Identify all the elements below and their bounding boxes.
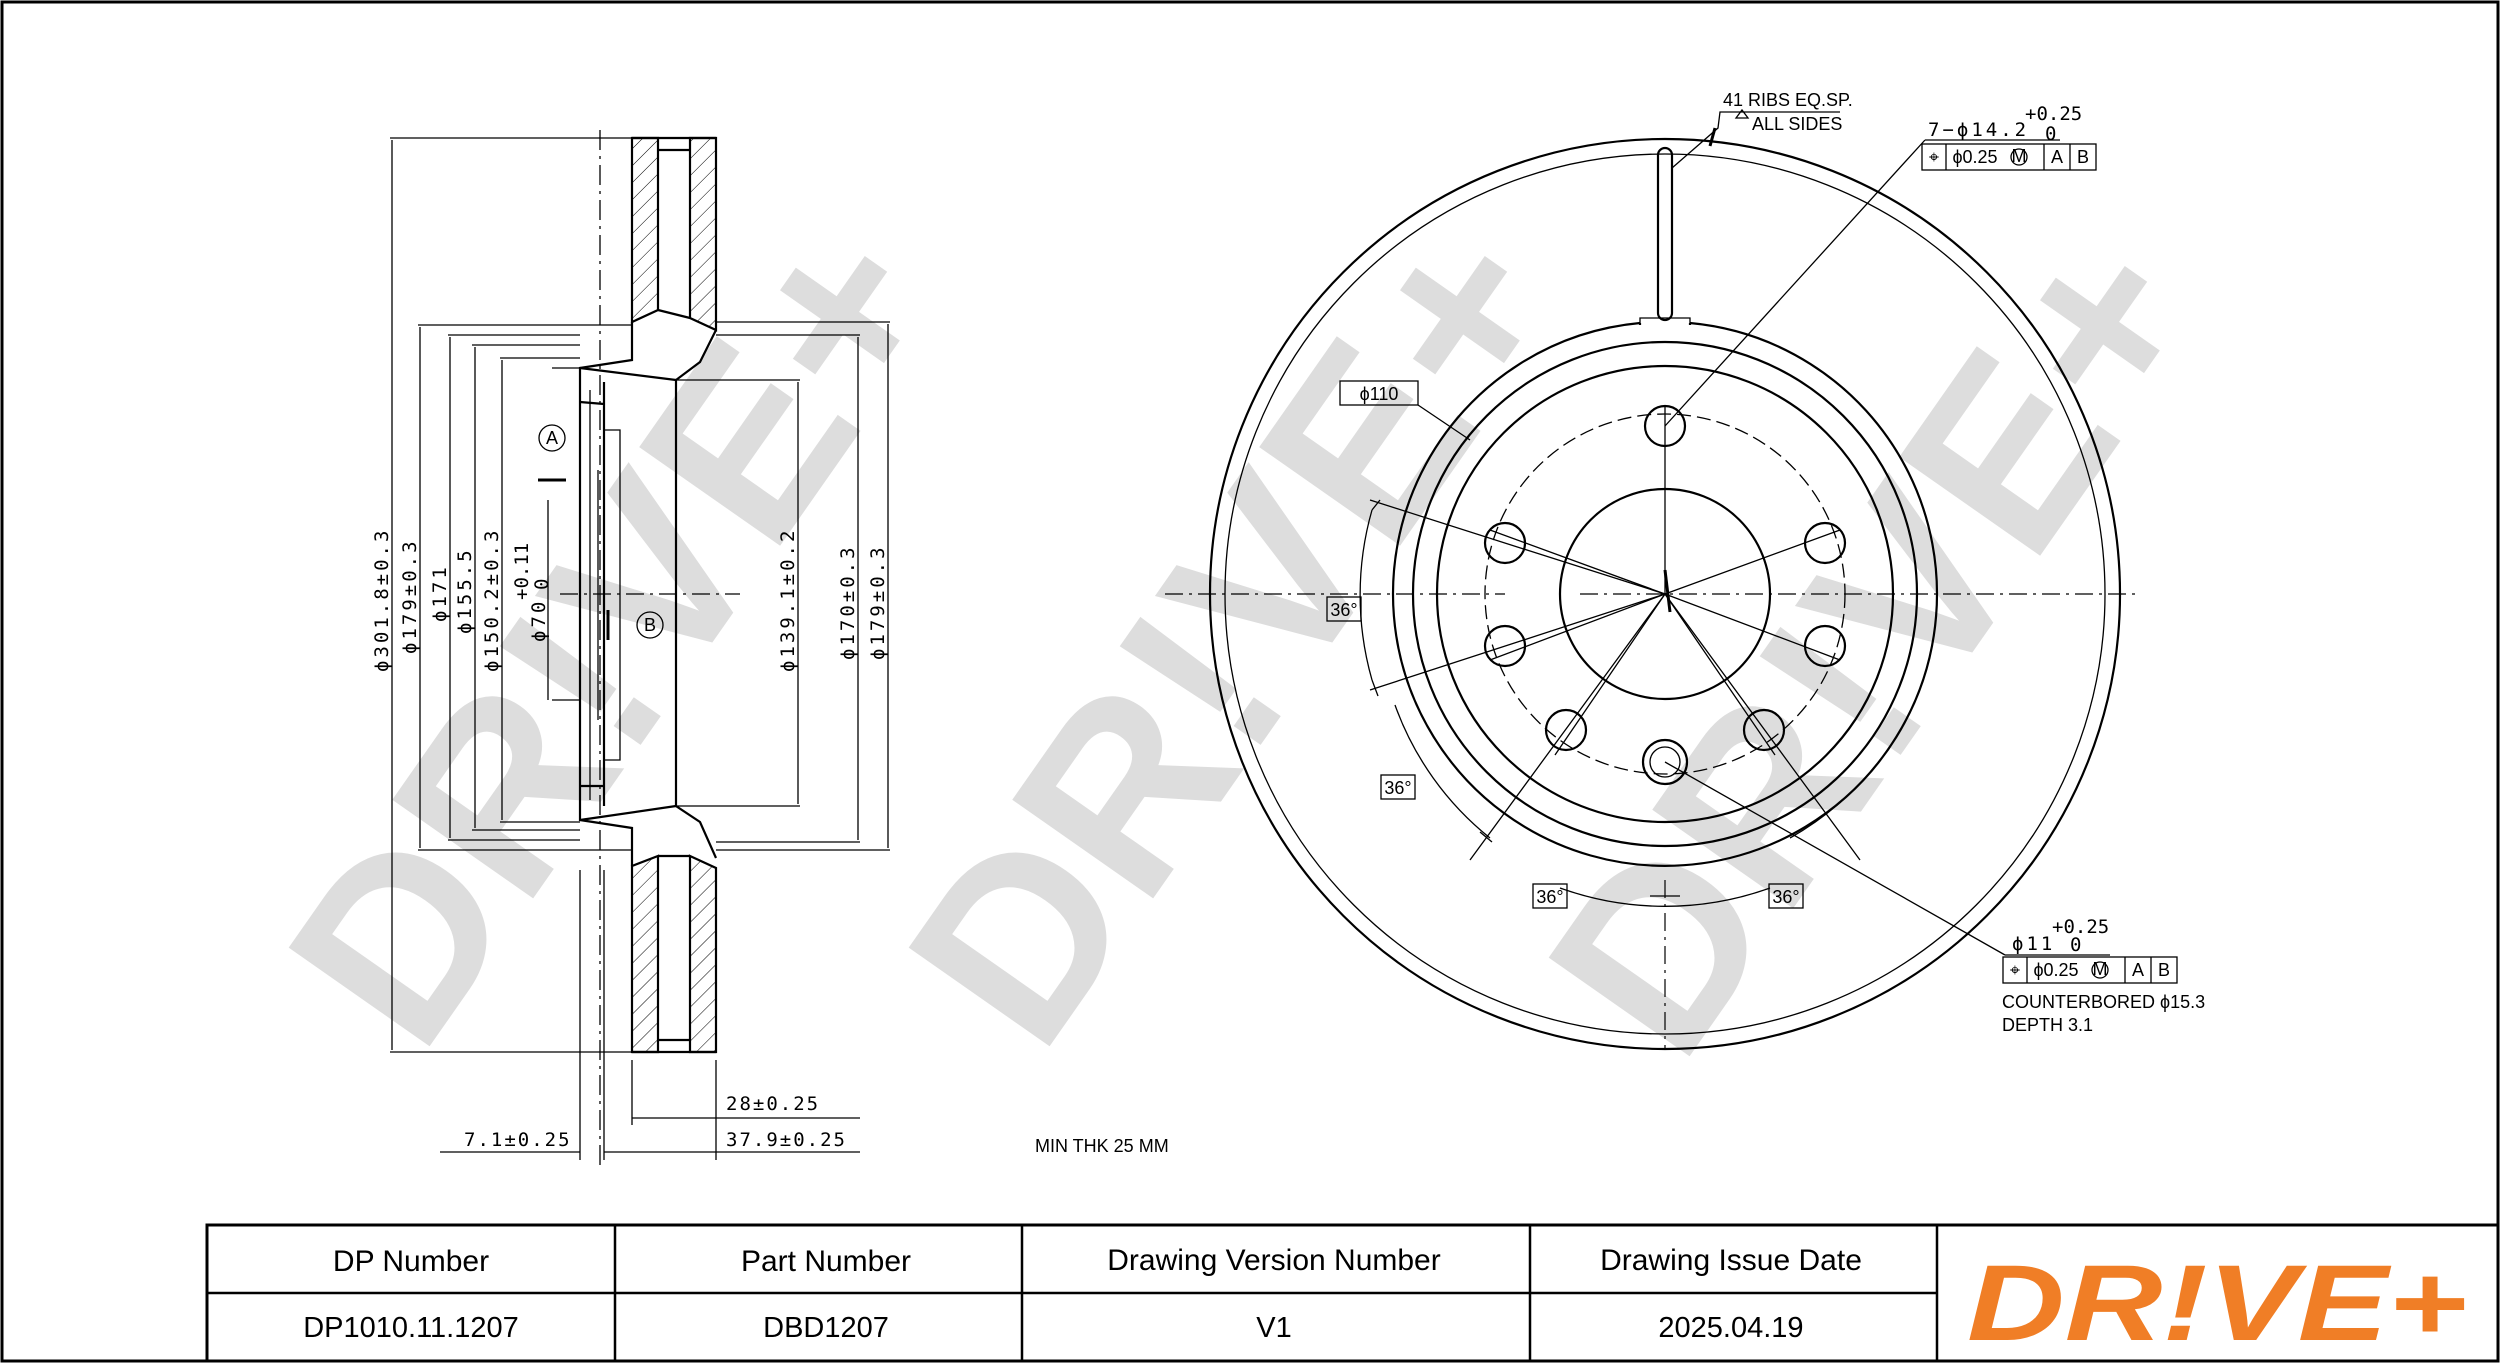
- dim-hub-70: ϕ70: [528, 599, 550, 642]
- dim-diameter-155: ϕ155.5: [454, 547, 476, 634]
- upper-ring-section-2: [688, 136, 718, 332]
- dim-diameter-150: ϕ150.2±0.3: [481, 528, 503, 672]
- table-header-drawing-version: Drawing Version Number: [1107, 1244, 1440, 1277]
- rib-cutout: [1656, 146, 1674, 322]
- angle-label-bottom-right: 36°: [1772, 887, 1799, 907]
- brand-logo: DR!VE+: [1967, 1242, 2467, 1363]
- upper-ring-section: [630, 136, 660, 324]
- fcf-top-datum-b: B: [2077, 147, 2089, 167]
- dim-thickness: 28±0.25: [726, 1093, 820, 1115]
- watermark-center: DR!VE+: [855, 174, 1613, 1091]
- hole-lower-right: [1803, 624, 1847, 668]
- dim-total-height: 37.9±0.25: [726, 1129, 847, 1151]
- table-header-issue-date: Drawing Issue Date: [1600, 1244, 1862, 1277]
- datum-a-circle: [538, 424, 566, 452]
- dim-diameter-139: ϕ139.1±0.2: [777, 528, 799, 672]
- fcf-bottom-tolerance: ϕ0.25: [2033, 960, 2078, 980]
- datum-a-label: A: [546, 428, 558, 448]
- fcf-top-modifier: M: [2012, 146, 2027, 166]
- table-header-part-number: Part Number: [741, 1245, 911, 1278]
- hub-outline: [578, 322, 718, 866]
- dim-diameter-170: ϕ170±0.3: [837, 544, 859, 660]
- fcf-bottom: ⌖ ϕ0.25 M A B: [2002, 956, 2178, 984]
- dim-diameter-179-left: ϕ179±0.3: [399, 538, 421, 654]
- title-block: DP Number Part Number Drawing Version Nu…: [205, 1223, 2500, 1363]
- side-view: A B ϕ301.8±0.3 ϕ179±0.3 ϕ171 ϕ155.5 ϕ150…: [371, 130, 890, 1165]
- table-value-issue-date: 2025.04.19: [1658, 1312, 1803, 1344]
- hat-outer-circle: [1411, 340, 1919, 848]
- fcf-top-tolerance: ϕ0.25: [1952, 147, 1997, 167]
- fcf-bottom-datum-b: B: [2158, 960, 2170, 980]
- hat-inner-circle: [1435, 364, 1895, 824]
- front-view: 36° 36° 36° 36° ϕ110 41 RIBS EQ.SP. ALL …: [1165, 90, 2205, 1051]
- hole-bottom-left: [1544, 708, 1588, 752]
- dim-hub-70-tol-upper: +0.11: [511, 543, 533, 600]
- angle-label-lower-left: 36°: [1384, 778, 1411, 798]
- lower-ring-section: [630, 854, 660, 1054]
- hole-bottom-right: [1742, 708, 1786, 752]
- svg-text:⌖: ⌖: [2010, 960, 2020, 980]
- holes-label: 7−ϕ14.2: [1928, 119, 2029, 141]
- holes-tol-lower: 0: [2045, 123, 2056, 145]
- table-value-part-number: DBD1207: [763, 1312, 889, 1344]
- svg-text:⌖: ⌖: [1929, 147, 1939, 167]
- datum-b-circle: [636, 611, 664, 639]
- table-value-drawing-version: V1: [1256, 1312, 1291, 1344]
- bolt-label: ϕ11: [2012, 933, 2055, 955]
- dim-diameter-301: ϕ301.8±0.3: [371, 528, 393, 672]
- ribs-note-line2: ALL SIDES: [1752, 114, 1842, 134]
- table-value-dp-number: DP1010.11.1207: [303, 1312, 519, 1344]
- bolt-tol-lower: 0: [2070, 934, 2081, 956]
- bolt-tol-upper: +0.25: [2052, 916, 2109, 938]
- angle-label-left: 36°: [1330, 600, 1357, 620]
- ribs-note-line1: 41 RIBS EQ.SP.: [1723, 90, 1853, 110]
- holes-tol-upper: +0.25: [2025, 103, 2082, 125]
- disc-outer-edge: [1208, 137, 2122, 1051]
- table-header-dp-number: DP Number: [333, 1245, 489, 1278]
- dim-diameter-171: ϕ171: [429, 564, 451, 622]
- lower-ring-section-2: [688, 854, 718, 1054]
- fcf-top: ⌖ ϕ0.25 M A B: [1921, 143, 2097, 171]
- counterbore-note-line2: DEPTH 3.1: [2002, 1015, 2093, 1035]
- dim-hub-70-tol-lower: 0: [531, 579, 553, 590]
- fcf-top-datum-a: A: [2051, 147, 2063, 167]
- pcd-label: ϕ110: [1360, 384, 1399, 404]
- min-thickness-note: MIN THK 25 MM: [1035, 1136, 1169, 1156]
- datum-b-label: B: [644, 615, 656, 635]
- fcf-bottom-modifier: M: [2093, 959, 2108, 979]
- counterbore-note-line1: COUNTERBORED ϕ15.3: [2002, 992, 2205, 1012]
- bolt-hole-counterbored: [1641, 738, 1689, 786]
- dim-diameter-179-right: ϕ179±0.3: [867, 544, 889, 660]
- dim-offset-left: 7.1±0.25: [464, 1129, 572, 1151]
- angle-label-bottom-left: 36°: [1536, 887, 1563, 907]
- hole-lower-left: [1483, 624, 1527, 668]
- fcf-bottom-datum-a: A: [2132, 960, 2144, 980]
